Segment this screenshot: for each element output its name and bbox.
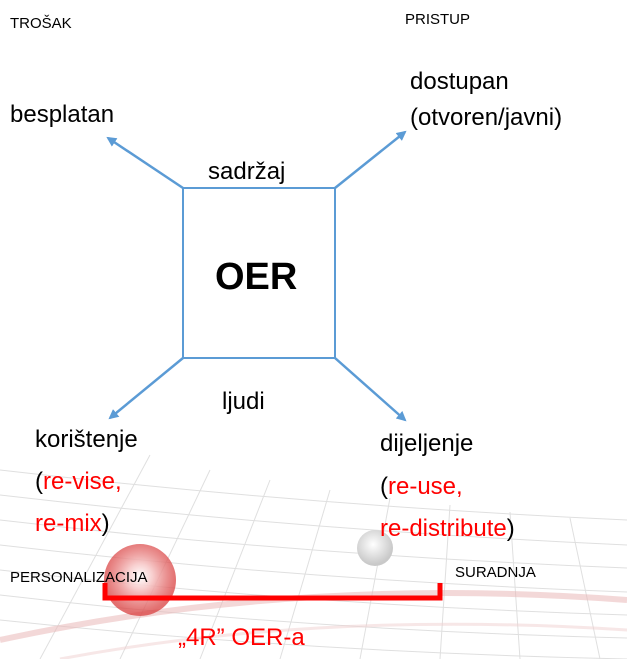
label-personalizacija: PERSONALIZACIJA — [10, 569, 148, 586]
label-ljudi: ljudi — [222, 388, 265, 415]
node-dijeljenje-line1: dijeljenje — [380, 430, 474, 457]
re-use-text: re-use, — [388, 473, 463, 500]
oer-box — [182, 187, 336, 359]
arrow-bottom-right — [334, 357, 407, 422]
node-dostupan-line2: (otvoren/javni) — [410, 104, 563, 131]
node-koristenje-line2: (re-vise, — [35, 470, 122, 494]
label-pristup: PRISTUP — [405, 11, 471, 28]
node-dostupan-line1: dostupan — [410, 68, 509, 95]
re-vise-text: re-vise, — [43, 468, 122, 495]
node-koristenje-line1: korištenje — [35, 426, 138, 453]
node-besplatan: besplatan — [10, 101, 115, 128]
oer-center-label: OER — [215, 256, 298, 298]
4r-bracket — [102, 583, 443, 601]
paren-open: ( — [35, 468, 43, 495]
decorative-grey-sphere — [357, 530, 393, 566]
re-distribute-text: re-distribute — [380, 515, 507, 542]
node-dijeljenje-line2: (re-use, — [380, 475, 463, 499]
paren-close: ) — [506, 515, 515, 542]
label-suradnja: SURADNJA — [455, 564, 536, 581]
arrow-bottom-left — [108, 357, 184, 420]
4r-caption: „4R” OER-a — [178, 624, 305, 651]
node-dijeljenje-line3: re-distribute) — [380, 517, 515, 541]
label-trosak: TROŠAK — [10, 15, 72, 32]
label-sadrzaj: sadržaj — [208, 158, 286, 185]
paren-open: ( — [380, 473, 388, 500]
arrow-top-right — [334, 130, 407, 189]
paren-close: ) — [101, 510, 110, 537]
arrow-top-left — [106, 136, 184, 190]
re-mix-text: re-mix — [35, 510, 102, 537]
node-koristenje-line3: re-mix) — [35, 512, 110, 536]
